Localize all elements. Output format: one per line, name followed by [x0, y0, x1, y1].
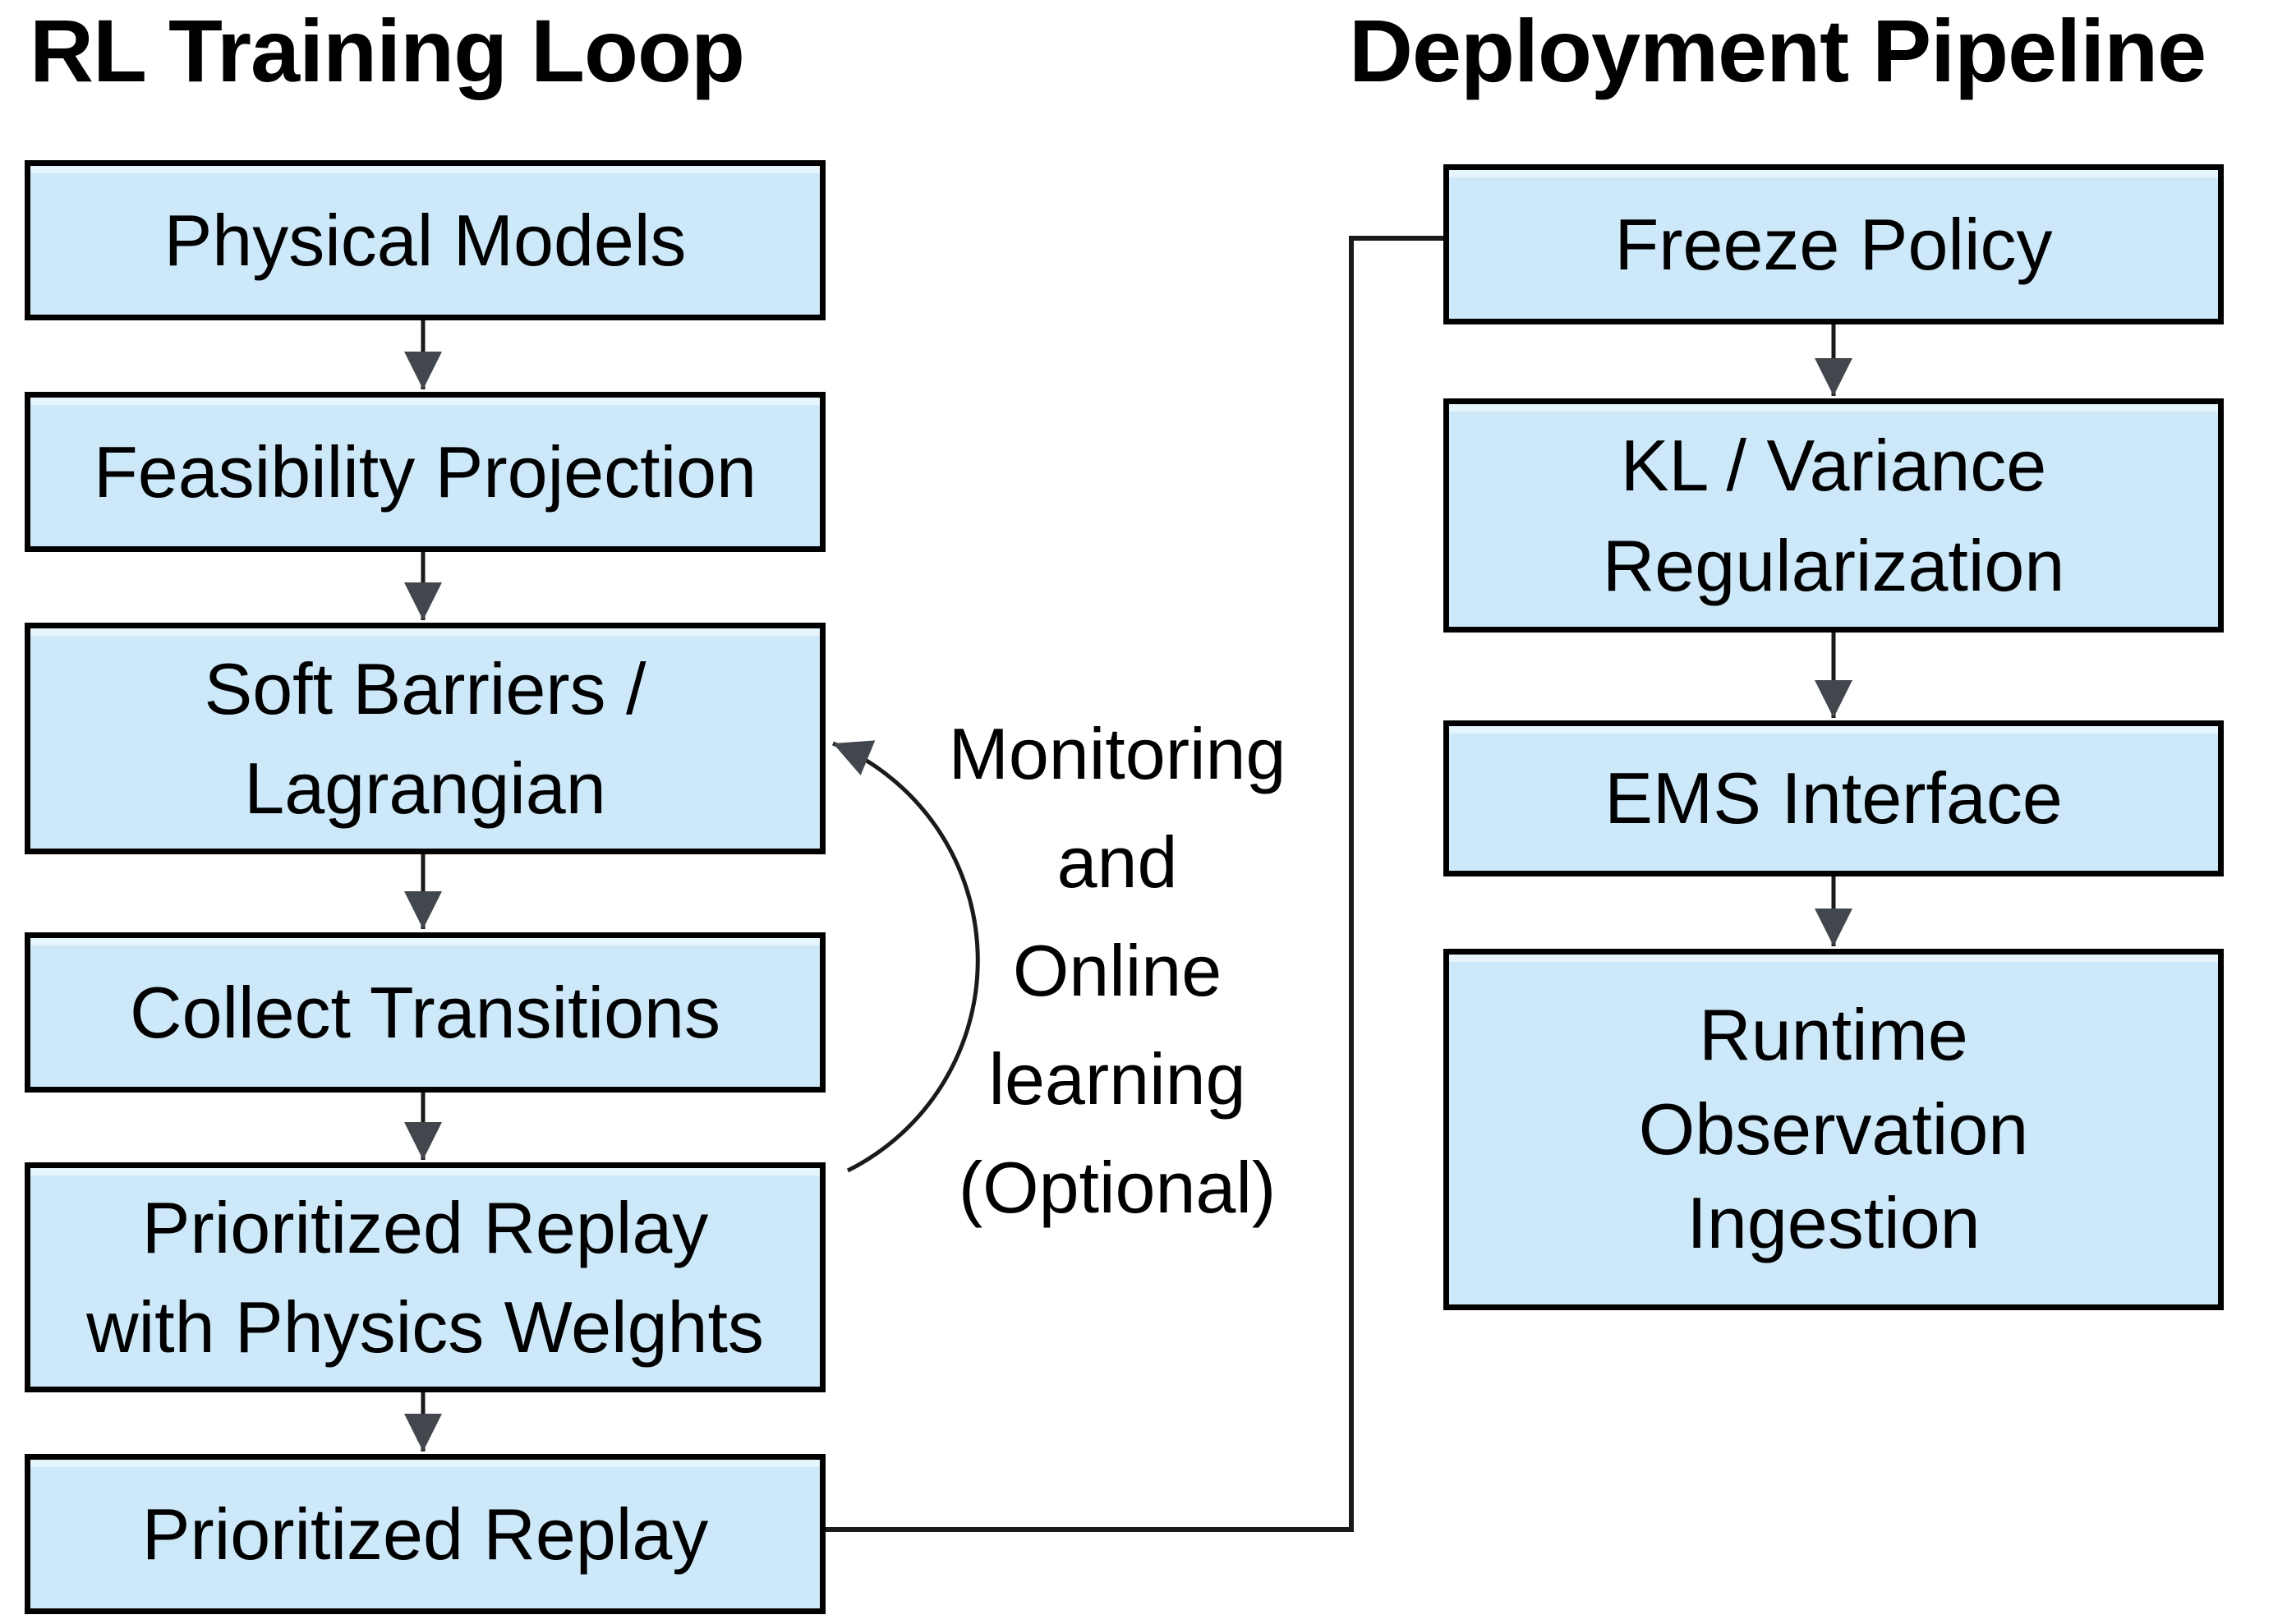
connector-replay-to-freeze	[826, 236, 1443, 1532]
node-label-line: KL / Variance	[1620, 425, 2047, 507]
node-label-line: with Physics Welghts	[86, 1286, 764, 1368]
node-label-line: Regularization	[1602, 524, 2065, 606]
left-column-title: RL Training Loop	[30, 1, 745, 100]
flow-node-prioritized-replay: Prioritized Replay	[25, 1454, 826, 1614]
flow-node-freeze-policy: Freeze Policy	[1443, 164, 2224, 324]
node-label-line: Observation	[1638, 1088, 2029, 1170]
node-label-line: Freeze Policy	[1614, 203, 2053, 285]
node-label-line: EMS Interface	[1604, 757, 2063, 840]
flow-node-prioritized-replay-physics: Prioritized Replay with Physics Welghts	[25, 1162, 826, 1392]
annotation-line: and	[1056, 821, 1178, 903]
flow-node-ems-interface: EMS Interface	[1443, 720, 2224, 876]
annotation-line: (Optional)	[958, 1147, 1277, 1228]
node-label-line: Ingestion	[1686, 1182, 1981, 1264]
annotation-line: learning	[988, 1038, 1246, 1120]
flow-node-feasibility-projection: Feasibility Projection	[25, 392, 826, 552]
flow-node-soft-barriers-lagrangian: Soft Barriers / Lagrangian	[25, 623, 826, 854]
node-label-line: Prioritized Replay	[141, 1493, 709, 1575]
node-label-line: Collect Transitions	[130, 971, 720, 1053]
flow-node-kl-variance-regularization: KL / Variance Regularization	[1443, 398, 2224, 633]
monitoring-loop-annotation: Monitoring and Online learning (Optional…	[854, 700, 1380, 1242]
flow-node-collect-transitions: Collect Transitions	[25, 932, 826, 1093]
node-label-line: Lagrangian	[244, 748, 606, 829]
annotation-line: Online	[1012, 930, 1222, 1011]
right-column-title: Deployment Pipeline	[1349, 1, 2206, 100]
node-label-line: Prioritized Replay	[141, 1186, 709, 1268]
node-label-line: Runtime	[1699, 994, 1968, 1076]
arrow-monitoring-feedback	[832, 740, 980, 1173]
node-label-line: Soft Barriers /	[204, 647, 647, 729]
node-label-line: Feasibility Projection	[94, 430, 757, 513]
annotation-line: Monitoring	[948, 713, 1286, 794]
flow-node-physical-models: Physical Models	[25, 160, 826, 320]
node-label-line: Physical Models	[163, 199, 687, 281]
flow-node-runtime-observation: Runtime Observation Ingestion	[1443, 949, 2224, 1310]
